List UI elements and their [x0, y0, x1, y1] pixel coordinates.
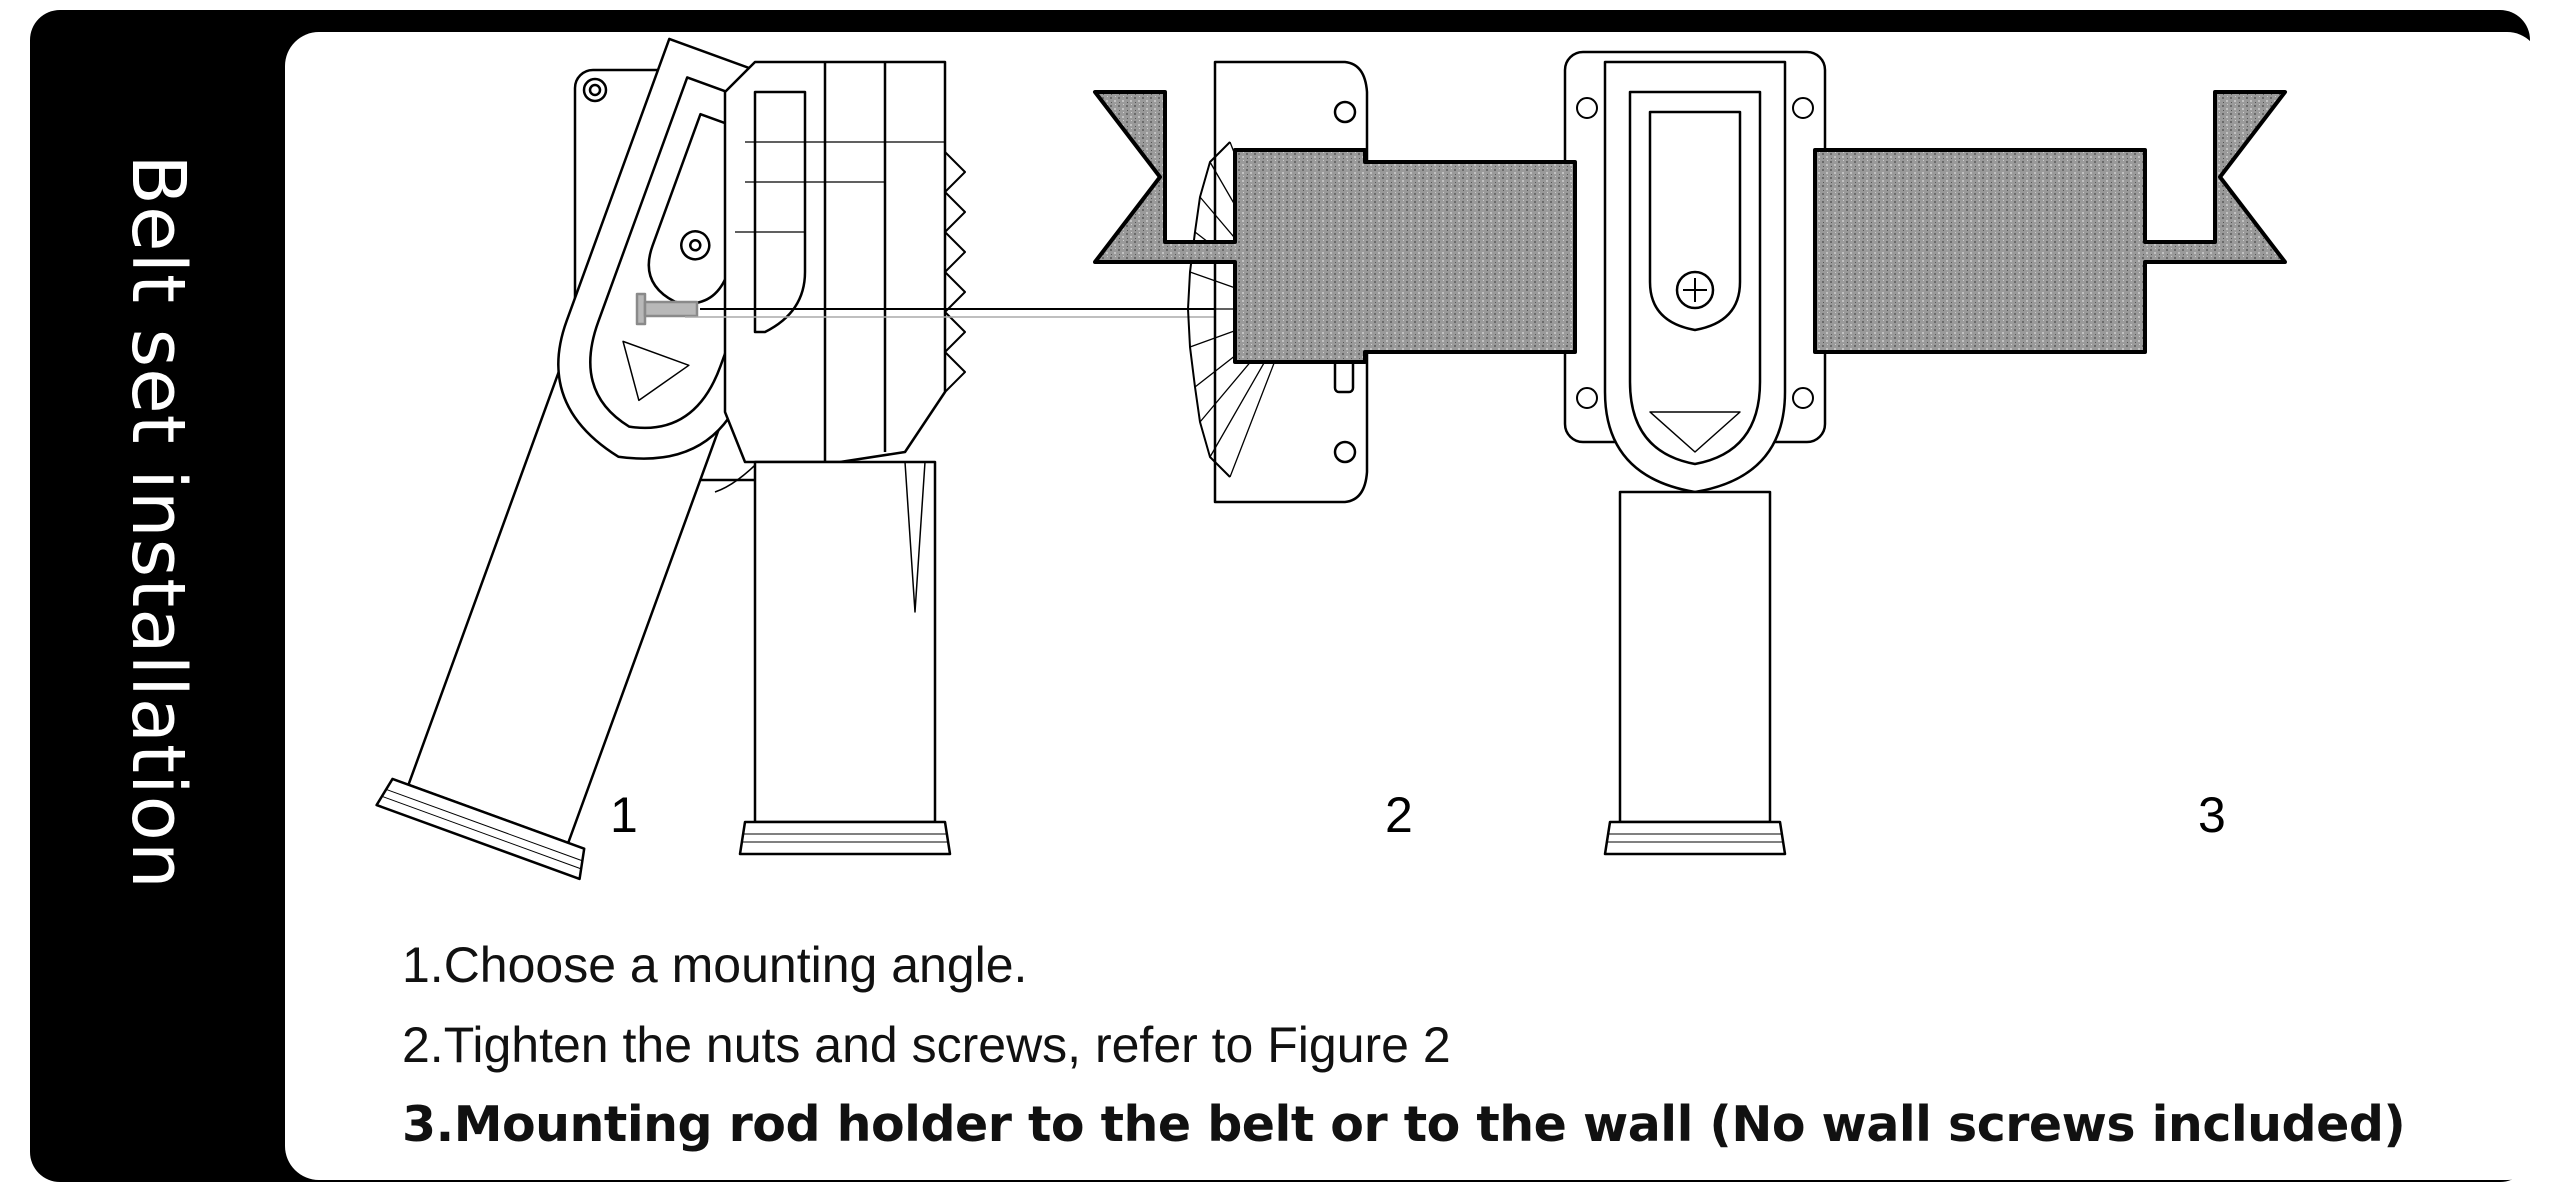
figure-number-3: 3 — [2198, 787, 2226, 843]
installation-diagrams — [375, 37, 2287, 881]
step-2-text: 2.Tighten the nuts and screws, refer to … — [402, 1017, 1451, 1073]
step-3-text: 3.Mounting rod holder to the belt or to … — [402, 1096, 2406, 1153]
plate-hole-icon — [582, 77, 608, 103]
instruction-panel: 1 2 3 1.Choose a mounting angle. 2.Tight… — [285, 32, 2541, 1180]
holder-tube — [1618, 490, 1772, 824]
clip-pivot-icon — [680, 230, 711, 261]
figure-number-1: 1 — [610, 787, 638, 843]
screw-icon — [635, 292, 699, 326]
holder-side-profile — [723, 60, 947, 464]
belt-right — [1813, 90, 2287, 354]
figure-number-2: 2 — [1385, 787, 1413, 843]
belt-left — [1093, 90, 1577, 364]
step-1-text: 1.Choose a mounting angle. — [402, 937, 1028, 993]
holder-tube — [753, 460, 937, 824]
black-frame: Belt set installation — [30, 10, 2541, 1182]
side-title: Belt set installation — [115, 154, 201, 890]
figure-3-drawing — [1093, 50, 2287, 856]
